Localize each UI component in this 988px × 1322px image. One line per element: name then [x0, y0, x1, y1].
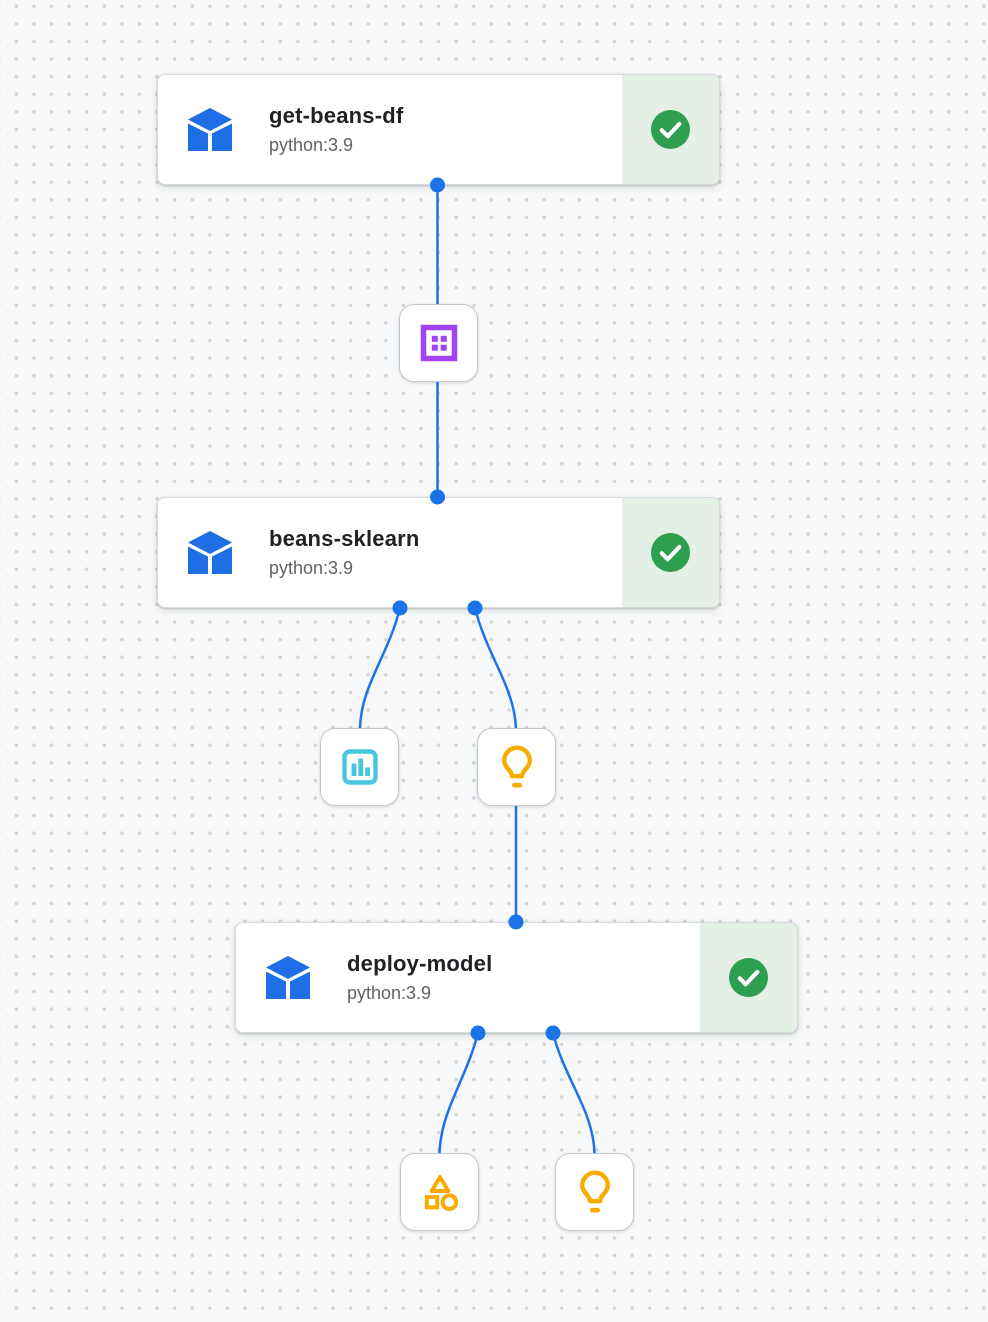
- component-cube-icon: [188, 530, 232, 574]
- task-title: beans-sklearn: [269, 526, 420, 551]
- edge-deploy-to-model2: [551, 1032, 596, 1154]
- task-node-deploy-model[interactable]: deploy-model python:3.9: [235, 922, 798, 1033]
- task-text-block: beans-sklearn python:3.9: [269, 526, 420, 579]
- status-panel: [622, 75, 719, 184]
- task-node-body: get-beans-df python:3.9: [158, 75, 622, 184]
- task-node-get-beans-df[interactable]: get-beans-df python:3.9: [157, 74, 720, 185]
- edge-sklearn-to-metrics: [358, 607, 402, 729]
- artifact-shapes-icon: [424, 1175, 458, 1212]
- model-lightbulb-icon: [501, 745, 532, 788]
- edge-sklearn-to-model: [473, 607, 518, 729]
- task-node-beans-sklearn[interactable]: beans-sklearn python:3.9: [157, 497, 720, 608]
- artifact-node-metrics[interactable]: [320, 728, 399, 806]
- status-panel: [700, 923, 797, 1032]
- task-node-body: beans-sklearn python:3.9: [158, 498, 622, 607]
- task-text-block: deploy-model python:3.9: [347, 951, 492, 1004]
- artifact-node-dataset[interactable]: [399, 304, 478, 382]
- success-check-icon: [651, 533, 690, 572]
- artifact-node-model[interactable]: [555, 1153, 634, 1231]
- component-cube-icon: [266, 955, 310, 999]
- task-title: get-beans-df: [269, 103, 404, 128]
- task-container-image: python:3.9: [269, 135, 354, 155]
- success-check-icon: [729, 958, 768, 997]
- dataset-icon: [420, 324, 457, 362]
- task-text-block: get-beans-df python:3.9: [269, 103, 403, 156]
- artifact-node-generic[interactable]: [400, 1153, 479, 1231]
- metrics-bar-chart-icon: [341, 749, 378, 785]
- task-container-image: python:3.9: [269, 558, 354, 578]
- component-cube-icon: [188, 107, 232, 151]
- task-node-body: deploy-model python:3.9: [236, 923, 700, 1032]
- status-panel: [622, 498, 719, 607]
- artifact-node-model[interactable]: [477, 728, 556, 806]
- success-check-icon: [651, 110, 690, 149]
- model-lightbulb-icon: [579, 1170, 610, 1213]
- task-title: deploy-model: [347, 951, 493, 976]
- edge-deploy-to-artifact: [438, 1032, 480, 1154]
- task-container-image: python:3.9: [347, 983, 432, 1003]
